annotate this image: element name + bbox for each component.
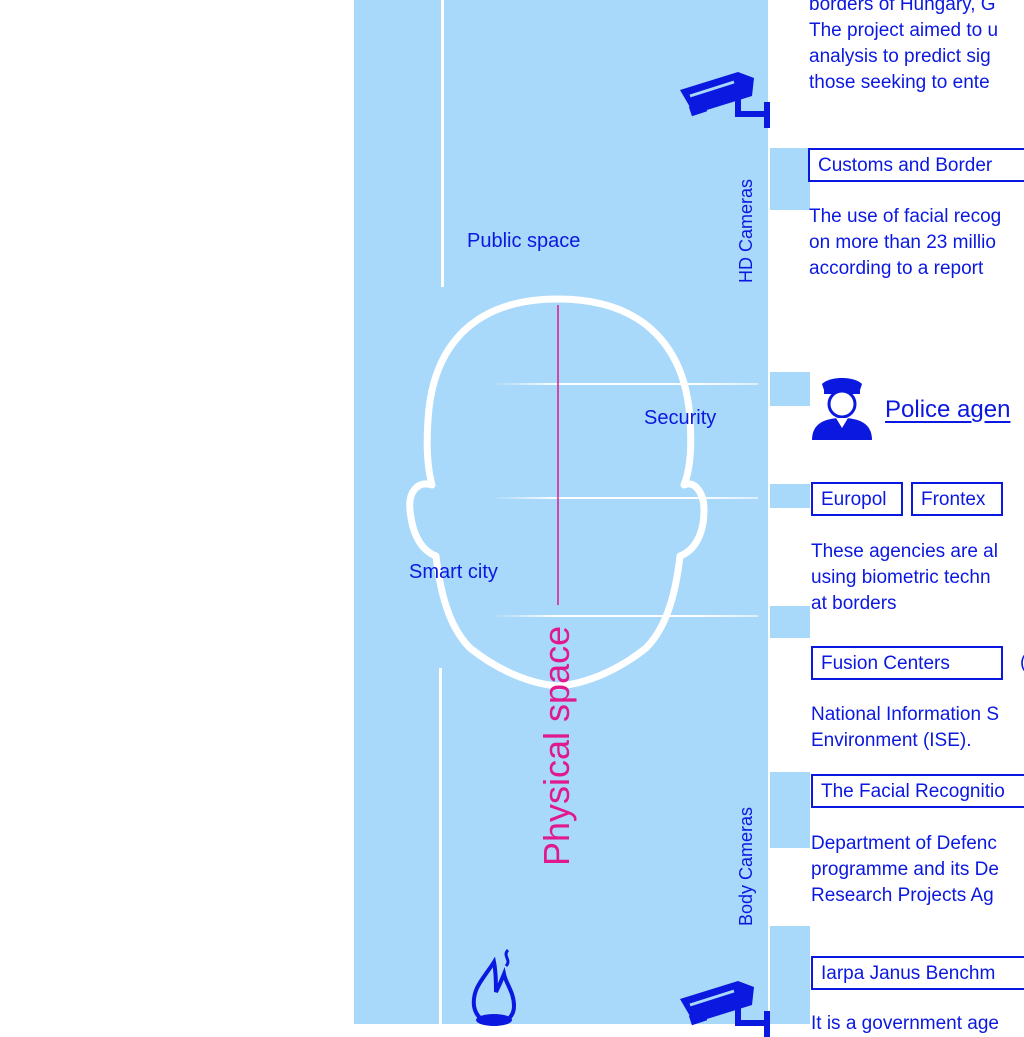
intro-text: borders of Hungary, G The project aimed … xyxy=(809,0,998,96)
label-body-cameras: Body Cameras xyxy=(736,806,756,926)
text-line: analysis to predict sig xyxy=(809,46,991,67)
customs-text: The use of facial recog on more than 23 … xyxy=(809,204,1001,282)
divider-line xyxy=(768,0,770,1024)
text-line: using biometric techn xyxy=(811,567,991,588)
text-line: These agencies are al xyxy=(811,541,998,562)
label-security: Security xyxy=(644,407,717,429)
fusion-side-text: ( xyxy=(1020,650,1024,676)
text-line: on more than 23 millio xyxy=(809,232,996,253)
police-officer-icon xyxy=(812,378,872,440)
connector xyxy=(770,372,810,406)
divider-line xyxy=(490,497,758,499)
agencies-text: These agencies are al using biometric te… xyxy=(811,539,998,617)
divider-line xyxy=(441,0,444,287)
customs-border-box[interactable]: Customs and Border xyxy=(808,148,1024,182)
text-line: borders of Hungary, G xyxy=(809,0,996,15)
connector xyxy=(770,484,810,508)
frontex-box[interactable]: Frontex xyxy=(911,482,1003,516)
facial-recognition-box[interactable]: The Facial Recognitio xyxy=(811,774,1024,808)
connector xyxy=(770,772,810,848)
text-line: according to a report xyxy=(809,258,984,279)
label-physical-space: Physical space xyxy=(536,625,577,866)
flame-icon xyxy=(471,948,517,1027)
police-agencies-heading[interactable]: Police agen xyxy=(885,396,1011,423)
facial-text: Department of Defenc programme and its D… xyxy=(811,831,999,909)
divider-line xyxy=(490,615,758,617)
text-line: programme and its De xyxy=(811,859,999,880)
text-line: The use of facial recog xyxy=(809,206,1002,227)
text-line: The project aimed to u xyxy=(809,20,999,41)
connector xyxy=(770,606,810,638)
iarpa-janus-box[interactable]: Iarpa Janus Benchm xyxy=(811,956,1024,990)
cctv-camera-icon xyxy=(680,981,770,1037)
divider-line xyxy=(439,668,442,1024)
iarpa-text: It is a government age xyxy=(811,1013,999,1034)
divider-line xyxy=(490,383,758,385)
label-public-space: Public space xyxy=(467,230,581,252)
fusion-text: National Information S Environment (ISE)… xyxy=(811,702,999,754)
connector xyxy=(770,148,810,210)
text-line: at borders xyxy=(811,593,897,614)
cctv-camera-icon xyxy=(680,72,770,128)
label-hd-cameras: HD Cameras xyxy=(736,178,756,283)
connector xyxy=(770,926,810,1024)
text-line: those seeking to ente xyxy=(809,72,990,93)
text-line: Environment (ISE). xyxy=(811,730,972,751)
label-smart-city: Smart city xyxy=(409,561,498,583)
text-line: National Information S xyxy=(811,704,999,725)
text-line: Research Projects Ag xyxy=(811,885,994,906)
text-line: Department of Defenc xyxy=(811,833,997,854)
europol-box[interactable]: Europol xyxy=(811,482,903,516)
fusion-centers-box[interactable]: Fusion Centers xyxy=(811,646,1003,680)
